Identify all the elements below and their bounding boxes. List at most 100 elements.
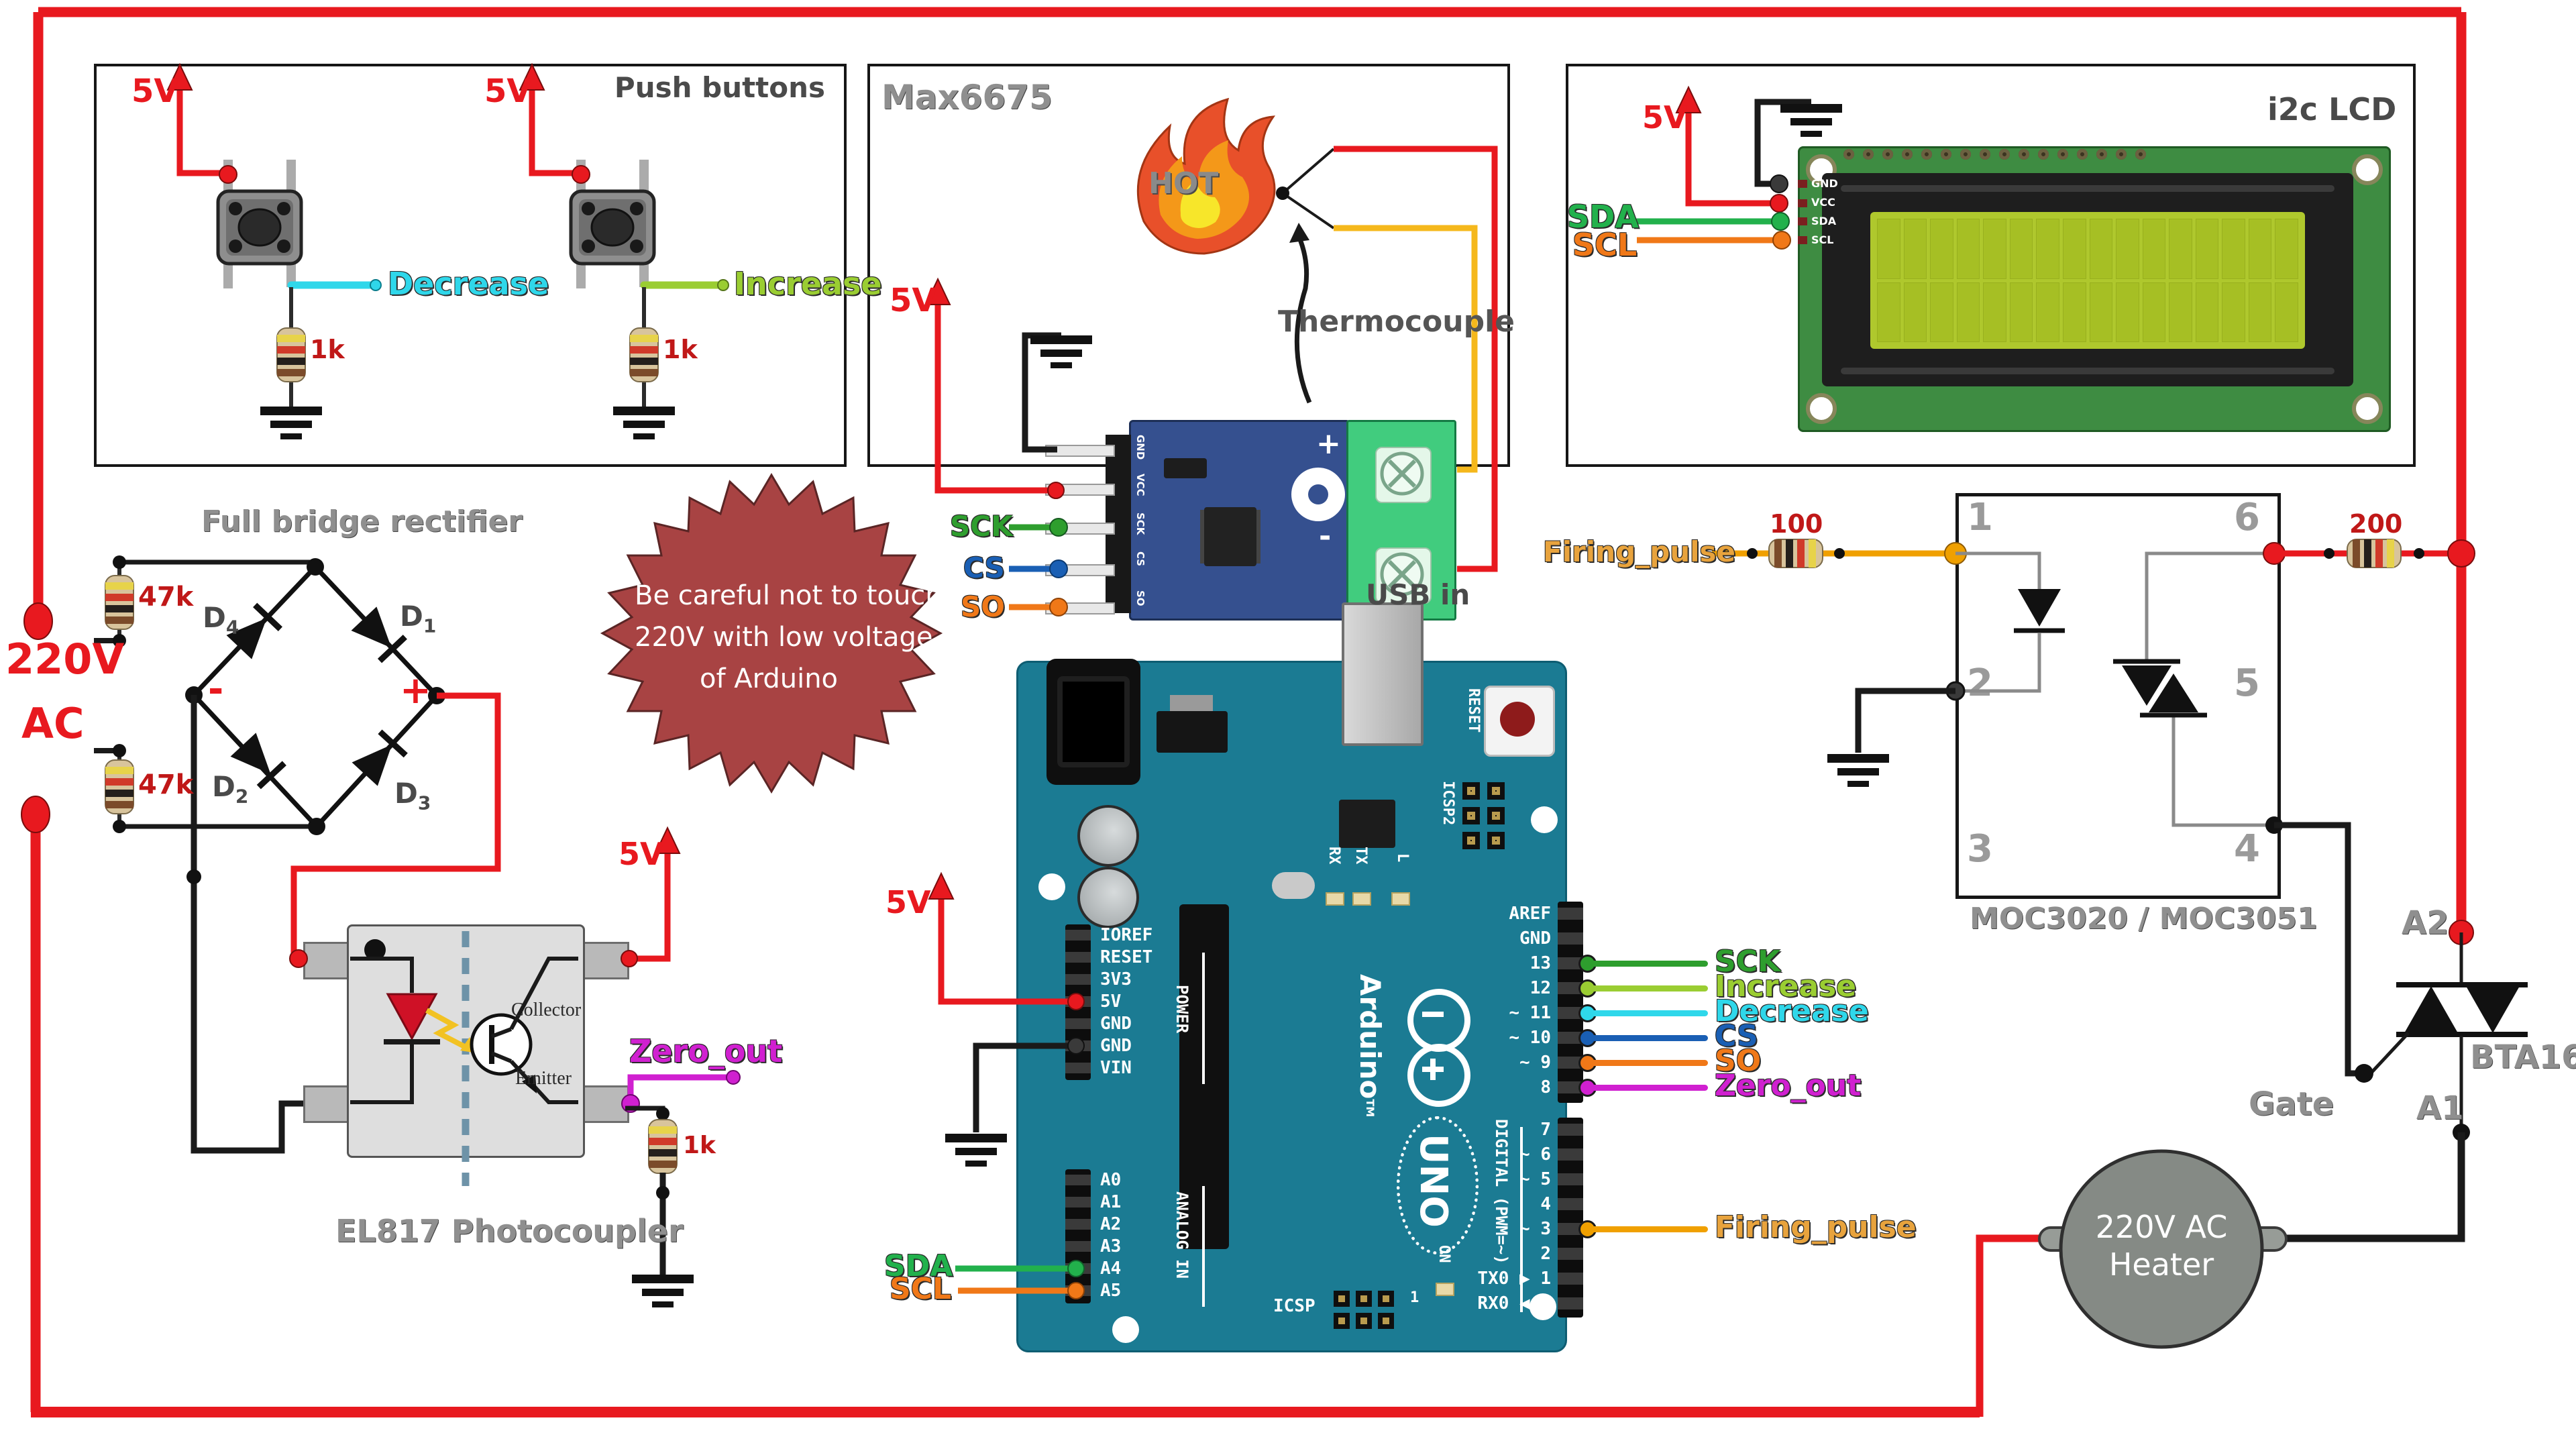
arduino-tx-led [1352, 892, 1371, 906]
arduino-logo-minus-bar [1422, 1012, 1444, 1017]
pin10-wire [1587, 1035, 1708, 1041]
arduino-analog-pin-label: A4 [1100, 1258, 1122, 1279]
lcd-header-hole [1960, 149, 1971, 160]
icsp-pin [1334, 1313, 1350, 1329]
firing-pulse-signal-label: Firing_pulse [1715, 1210, 1917, 1244]
lcd-header-hole [1882, 149, 1893, 160]
hot-label: HOT [1148, 166, 1219, 201]
arduino-icsp-header [1334, 1291, 1394, 1329]
arduino-power-pin-label: RESET [1100, 947, 1153, 967]
lcd-character-cell [2169, 282, 2192, 342]
lcd-character-cell [2142, 282, 2166, 342]
d3-sub: 3 [417, 792, 431, 814]
max6675-box [867, 64, 1510, 467]
arduino-power-pin-label: IOREF [1100, 925, 1153, 945]
lcd-character-cell [2195, 282, 2219, 342]
photocoupler-title: EL817 Photocoupler [335, 1213, 684, 1249]
arduino-digital-pin-label: ~ 6 [1519, 1144, 1551, 1165]
lcd-character-cell [2195, 219, 2219, 279]
arduino-digital-pin-label: ~ 5 [1519, 1169, 1551, 1189]
lcd-pad-scl [1798, 236, 1807, 244]
photocoupler-1k-label: 1k [683, 1132, 716, 1159]
arduino-on-label: ON [1436, 1245, 1452, 1263]
triac-a2-dot [2449, 920, 2474, 945]
analog-group-line [1202, 1186, 1205, 1307]
arduino-brand-text: Arduino [1354, 974, 1387, 1099]
pb1-resistor-label: 1k [310, 335, 345, 364]
lcd-character-cell [2009, 282, 2033, 342]
heater-return-wire [2281, 1132, 2465, 1242]
arduino-sda-label: SDA [884, 1249, 953, 1283]
max6675-chip [1204, 507, 1256, 566]
mains-terminal-top [23, 602, 53, 640]
zero-out-label: Zero_out [629, 1033, 783, 1069]
lcd-header-hole [1980, 149, 1990, 160]
arduino-power-pin-label: 5V [1100, 991, 1122, 1012]
arduino-usb-chip [1339, 800, 1395, 848]
r200-label: 200 [2349, 509, 2403, 539]
max-cs-label: CS [963, 551, 1005, 584]
arduino-l-led [1391, 892, 1410, 906]
starburst-shape [600, 473, 943, 794]
mains-voltage-label: 220V [5, 635, 125, 684]
arduino-digital-bottom-header [1558, 1118, 1583, 1318]
arduino-digital-pin-label: TX0 ▶ 1 [1477, 1269, 1551, 1289]
lcd-header-holes [1843, 149, 2146, 160]
arduino-icsp2-label: ICSP2 [1440, 781, 1456, 826]
warning-line2: 220V with low voltage [635, 622, 933, 653]
arduino-usb-connector [1342, 602, 1424, 746]
arduino-digital-group-label: DIGITAL (PWM=~) [1492, 1119, 1511, 1265]
bridge-plus-label: + [400, 669, 431, 712]
lcd-header-hole [2019, 149, 2029, 160]
moc-pin-number: 2 [1967, 661, 1993, 705]
photocoupler-body [347, 924, 585, 1158]
moc-pin-number: 1 [1967, 496, 1993, 539]
d3-label: D3 [394, 780, 431, 812]
lcd-header-hole [2057, 149, 2068, 160]
d1-label: D1 [400, 602, 436, 635]
lcd-pin-label: SDA [1811, 215, 1837, 227]
rail-junction-dot [2447, 539, 2475, 568]
sck-signal-label: SCK [1715, 945, 1781, 979]
r100-label: 100 [1770, 509, 1823, 539]
max-5v-label: 5V [890, 282, 937, 319]
gate-wire [2274, 822, 2361, 1077]
lcd-character-cell [2169, 219, 2192, 279]
arduino-power-pin-label: 3V3 [1100, 969, 1132, 989]
arduino-mount-hole-4 [1529, 1293, 1556, 1320]
lcd-pad-vcc [1798, 199, 1807, 207]
so-signal-label: SO [1715, 1044, 1762, 1078]
heater-line1: 220V AC [2095, 1209, 2228, 1245]
max6675-pin-label: CS [1134, 551, 1146, 567]
arduino-mount-hole-1 [1038, 873, 1065, 900]
d2-base: D [212, 770, 235, 803]
lcd-character-cell [2248, 282, 2272, 342]
arduino-digital-pin-label: ~ 3 [1519, 1219, 1551, 1239]
arduino-l-led-label: L [1394, 853, 1411, 863]
max6675-smd-part [1164, 458, 1207, 478]
lcd-pin-label: GND [1811, 177, 1838, 190]
d2-label: D2 [212, 773, 248, 806]
arduino-cap2 [1077, 867, 1139, 928]
arduino-icsp-label: ICSP [1273, 1296, 1316, 1316]
lcd-character-cell [2116, 219, 2139, 279]
arduino-5v-label: 5V [885, 884, 931, 920]
arduino-digital-pin-label: 13 [1529, 953, 1551, 973]
icsp-pin [1356, 1291, 1372, 1307]
arduino-crystal [1272, 872, 1315, 899]
max-so-label: SO [961, 590, 1005, 623]
arduino-rx-label: RX [1326, 847, 1342, 865]
icsp-pin [1378, 1291, 1394, 1307]
arduino-on-led [1436, 1283, 1454, 1296]
warning-line3: of Arduino [699, 663, 839, 694]
d4-sub: 4 [225, 616, 239, 639]
triac-part-label: BTA16 [2470, 1038, 2576, 1076]
arduino-digital-pin-label: 2 [1540, 1244, 1551, 1264]
lcd-character-cell [1930, 219, 1953, 279]
increase-label: Increase [734, 266, 882, 302]
moc-pin-number: 4 [2234, 827, 2260, 871]
d1-base: D [400, 600, 423, 633]
